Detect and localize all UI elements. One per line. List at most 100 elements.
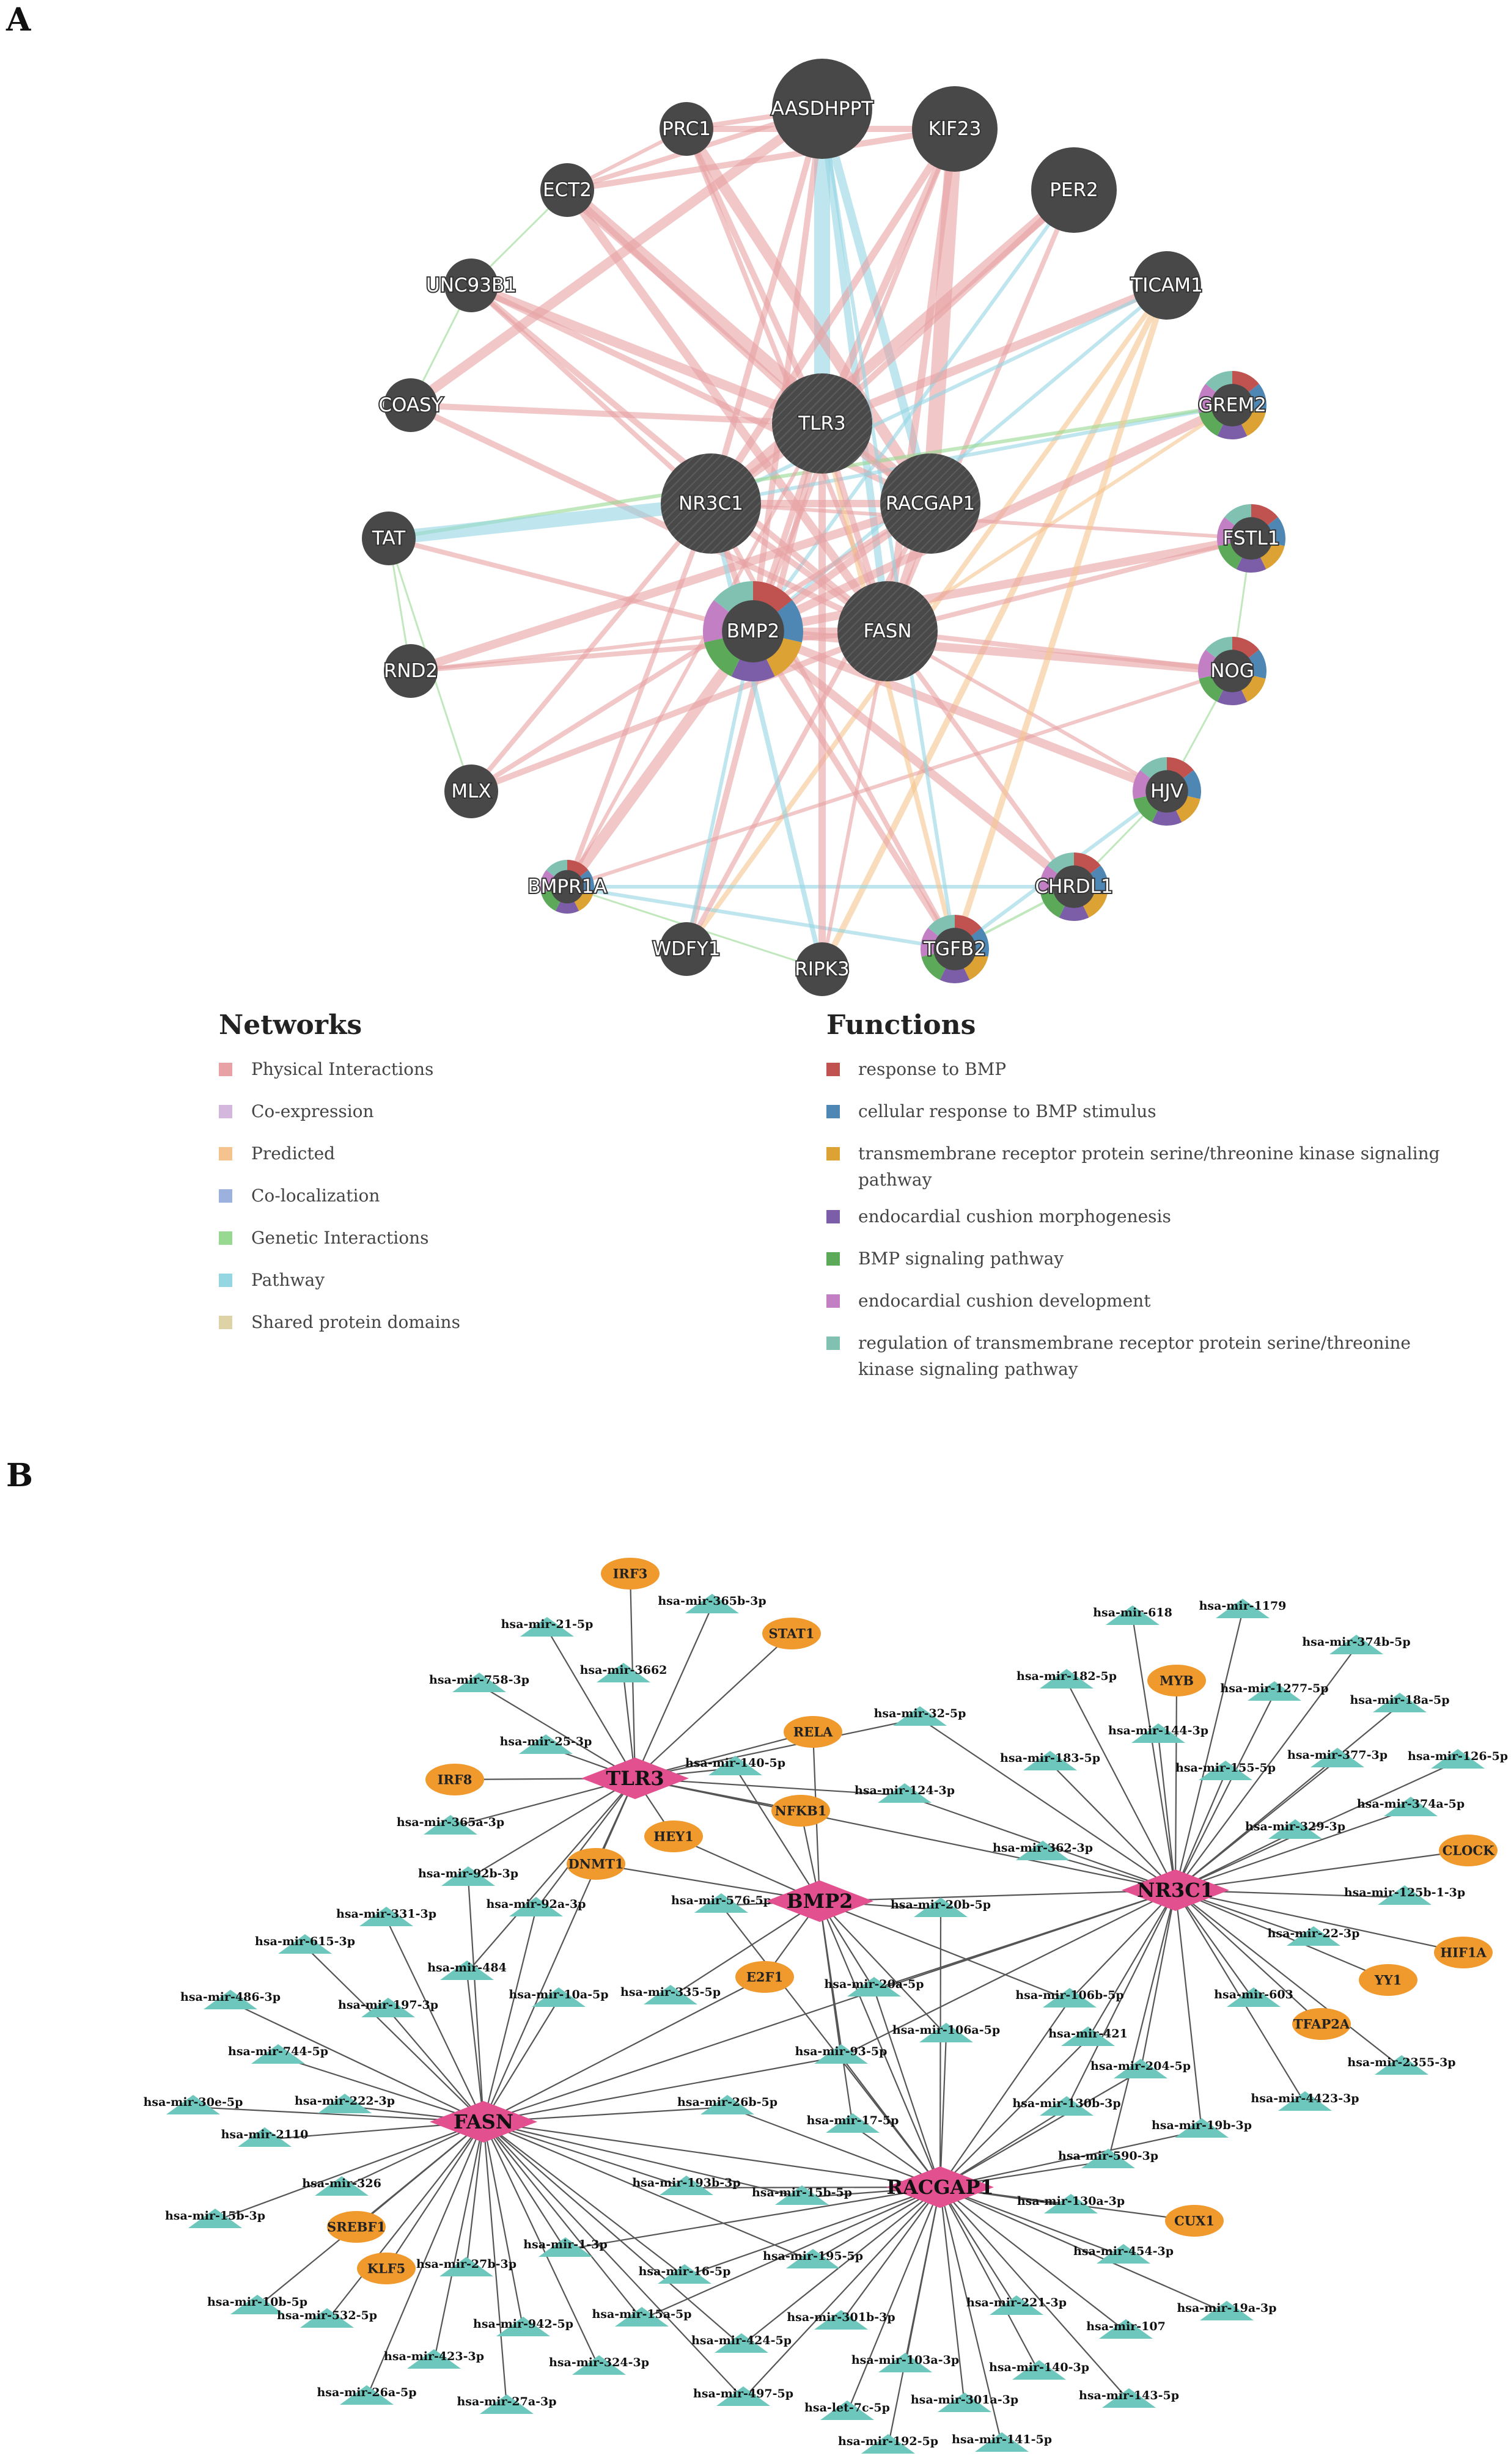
mirna-node[interactable]: hsa-mir-197-3p <box>338 1998 438 2017</box>
gene-node-grem2[interactable]: GREM2 <box>1197 371 1268 440</box>
mirna-node[interactable]: hsa-mir-125b-1-3p <box>1344 1885 1465 1905</box>
mirna-node[interactable]: hsa-mir-1-3p <box>523 2237 608 2257</box>
mirna-node[interactable]: hsa-mir-486-3p <box>180 1990 281 2009</box>
gene-node-per2[interactable]: PER2 <box>1031 147 1117 233</box>
mirna-node[interactable]: hsa-mir-3662 <box>580 1663 667 1682</box>
mirna-node[interactable]: hsa-mir-22-3p <box>1268 1926 1360 1946</box>
mirna-node[interactable]: hsa-mir-758-3p <box>429 1673 529 1692</box>
mirna-node[interactable]: hsa-mir-603 <box>1214 1987 1293 2007</box>
gene-node-tgfb2[interactable]: TGFB2 <box>921 915 989 983</box>
mirna-node[interactable]: hsa-mir-618 <box>1093 1605 1172 1625</box>
tf-node-irf3[interactable]: IRF3 <box>601 1558 660 1590</box>
hub-gene-tlr3[interactable]: TLR3 <box>581 1758 689 1799</box>
mirna-node[interactable]: hsa-let-7c-5p <box>804 2400 890 2420</box>
mirna-node[interactable]: hsa-mir-222-3p <box>295 2094 395 2113</box>
mirna-node[interactable]: hsa-mir-30e-5p <box>144 2095 243 2114</box>
tf-node-dnmt1[interactable]: DNMT1 <box>567 1848 625 1880</box>
mirna-node[interactable]: hsa-mir-590-3p <box>1058 2149 1158 2168</box>
mirna-node[interactable]: hsa-mir-193b-3p <box>632 2176 741 2195</box>
mirna-node[interactable]: hsa-mir-15a-5p <box>592 2307 692 2326</box>
mirna-node[interactable]: hsa-mir-26a-5p <box>317 2385 417 2405</box>
mirna-node[interactable]: hsa-mir-204-5p <box>1090 2059 1191 2078</box>
gene-node-ripk3[interactable]: RIPK3 <box>793 942 851 996</box>
tf-node-hif1a[interactable]: HIF1A <box>1434 1937 1493 1968</box>
tf-node-e2f1[interactable]: E2F1 <box>735 1961 794 1993</box>
gene-node-bmpr1a[interactable]: BMPR1A <box>526 860 608 914</box>
mirna-node[interactable]: hsa-mir-195-5p <box>763 2249 863 2268</box>
mirna-node[interactable]: hsa-mir-27b-3p <box>416 2257 517 2276</box>
mirna-node[interactable]: hsa-mir-15b-5p <box>752 2185 852 2205</box>
gene-node-nr3c1[interactable]: NR3C1 <box>661 453 761 554</box>
mirna-node[interactable]: hsa-mir-423-3p <box>384 2349 484 2369</box>
mirna-node[interactable]: hsa-mir-92a-3p <box>486 1897 586 1916</box>
gene-node-kif23[interactable]: KIF23 <box>912 86 998 172</box>
mirna-node[interactable]: hsa-mir-92b-3p <box>418 1866 518 1886</box>
tf-node-klf5[interactable]: KLF5 <box>357 2253 416 2284</box>
mirna-node[interactable]: hsa-mir-329-3p <box>1245 1819 1345 1839</box>
mirna-node[interactable]: hsa-mir-183-5p <box>1000 1751 1100 1770</box>
mirna-node[interactable]: hsa-mir-365b-3p <box>658 1594 767 1613</box>
mirna-node[interactable]: hsa-mir-424-5p <box>691 2333 792 2353</box>
mirna-node[interactable]: hsa-mir-17-5p <box>807 2113 899 2133</box>
mirna-node[interactable]: hsa-mir-2355-3p <box>1347 2055 1456 2075</box>
mirna-node[interactable]: hsa-mir-15b-3p <box>165 2209 265 2228</box>
tf-node-clock[interactable]: CLOCK <box>1439 1835 1498 1866</box>
mirna-node[interactable]: hsa-mir-126-5p <box>1408 1749 1508 1769</box>
mirna-node[interactable]: hsa-mir-130b-3p <box>1012 2096 1121 2116</box>
gene-node-rnd2[interactable]: RND2 <box>383 644 439 698</box>
gene-node-prc1[interactable]: PRC1 <box>660 102 713 156</box>
hub-gene-nr3c1[interactable]: NR3C1 <box>1122 1869 1229 1911</box>
mirna-node[interactable]: hsa-mir-155-5p <box>1175 1761 1276 1780</box>
mirna-node[interactable]: hsa-mir-532-5p <box>277 2308 377 2328</box>
mirna-node[interactable]: hsa-mir-331-3p <box>336 1907 436 1926</box>
gene-node-aasdhppt[interactable]: AASDHPPT <box>770 59 875 159</box>
gene-node-ticam1[interactable]: TICAM1 <box>1129 251 1204 320</box>
mirna-node[interactable]: hsa-mir-16-5p <box>639 2264 731 2284</box>
gene-node-coasy[interactable]: COASY <box>377 378 444 432</box>
mirna-node[interactable]: hsa-mir-140-5p <box>685 1756 785 1775</box>
mirna-node[interactable]: hsa-mir-221-3p <box>966 2295 1067 2315</box>
mirna-node[interactable]: hsa-mir-93-5p <box>795 2044 888 2064</box>
mirna-node[interactable]: hsa-mir-103a-3p <box>851 2353 959 2372</box>
mirna-node[interactable]: hsa-mir-20a-5p <box>824 1977 924 1997</box>
gene-node-chrdl1[interactable]: CHRDL1 <box>1034 853 1114 921</box>
mirna-node[interactable]: hsa-mir-1277-5p <box>1220 1681 1329 1701</box>
mirna-node[interactable]: hsa-mir-192-5p <box>838 2434 938 2454</box>
tf-node-irf8[interactable]: IRF8 <box>425 1764 484 1795</box>
gene-node-fstl1[interactable]: FSTL1 <box>1217 504 1286 573</box>
tf-node-myb[interactable]: MYB <box>1147 1665 1206 1696</box>
mirna-node[interactable]: hsa-mir-19a-3p <box>1177 2301 1277 2320</box>
mirna-node[interactable]: hsa-mir-32-5p <box>874 1706 966 1726</box>
gene-node-mlx[interactable]: MLX <box>444 765 498 818</box>
mirna-node[interactable]: hsa-mir-484 <box>427 1960 507 1980</box>
mirna-node[interactable]: hsa-mir-1179 <box>1199 1599 1287 1618</box>
mirna-node[interactable]: hsa-mir-2110 <box>221 2127 309 2147</box>
mirna-node[interactable]: hsa-mir-124-3p <box>855 1783 955 1803</box>
mirna-node[interactable]: hsa-mir-301b-3p <box>787 2310 895 2330</box>
tf-node-cux1[interactable]: CUX1 <box>1165 2205 1224 2237</box>
mirna-node[interactable]: hsa-mir-454-3p <box>1073 2244 1174 2264</box>
tf-node-stat1[interactable]: STAT1 <box>762 1618 821 1649</box>
gene-node-bmp2[interactable]: BMP2 <box>703 581 803 681</box>
mirna-node[interactable]: hsa-mir-141-5p <box>952 2432 1052 2452</box>
gene-node-unc93b1[interactable]: UNC93B1 <box>425 258 518 312</box>
mirna-node[interactable]: hsa-mir-4423-3p <box>1251 2091 1359 2111</box>
mirna-node[interactable]: hsa-mir-18a-5p <box>1350 1693 1450 1712</box>
mirna-node[interactable]: hsa-mir-107 <box>1086 2319 1166 2339</box>
hub-gene-bmp2[interactable]: BMP2 <box>766 1880 873 1922</box>
hub-gene-fasn[interactable]: FASN <box>430 2101 537 2143</box>
mirna-node[interactable]: hsa-mir-324-3p <box>549 2355 649 2375</box>
mirna-node[interactable]: hsa-mir-19b-3p <box>1152 2118 1252 2138</box>
mirna-node[interactable]: hsa-mir-10a-5p <box>509 1987 609 2007</box>
mirna-node[interactable]: hsa-mir-497-5p <box>693 2386 793 2406</box>
tf-node-rela[interactable]: RELA <box>784 1716 842 1748</box>
mirna-node[interactable]: hsa-mir-362-3p <box>993 1841 1093 1860</box>
mirna-node[interactable]: hsa-mir-301a-3p <box>911 2392 1018 2412</box>
mirna-node[interactable]: hsa-mir-21-5p <box>501 1617 594 1637</box>
mirna-node[interactable]: hsa-mir-20b-5p <box>891 1898 991 1917</box>
gene-node-tat[interactable]: TAT <box>362 512 416 565</box>
mirna-node[interactable]: hsa-mir-140-3p <box>989 2360 1089 2380</box>
tf-node-tfap2a[interactable]: TFAP2A <box>1292 2008 1351 2040</box>
gene-node-nog[interactable]: NOG <box>1198 637 1267 705</box>
gene-node-wdfy1[interactable]: WDFY1 <box>651 922 722 976</box>
